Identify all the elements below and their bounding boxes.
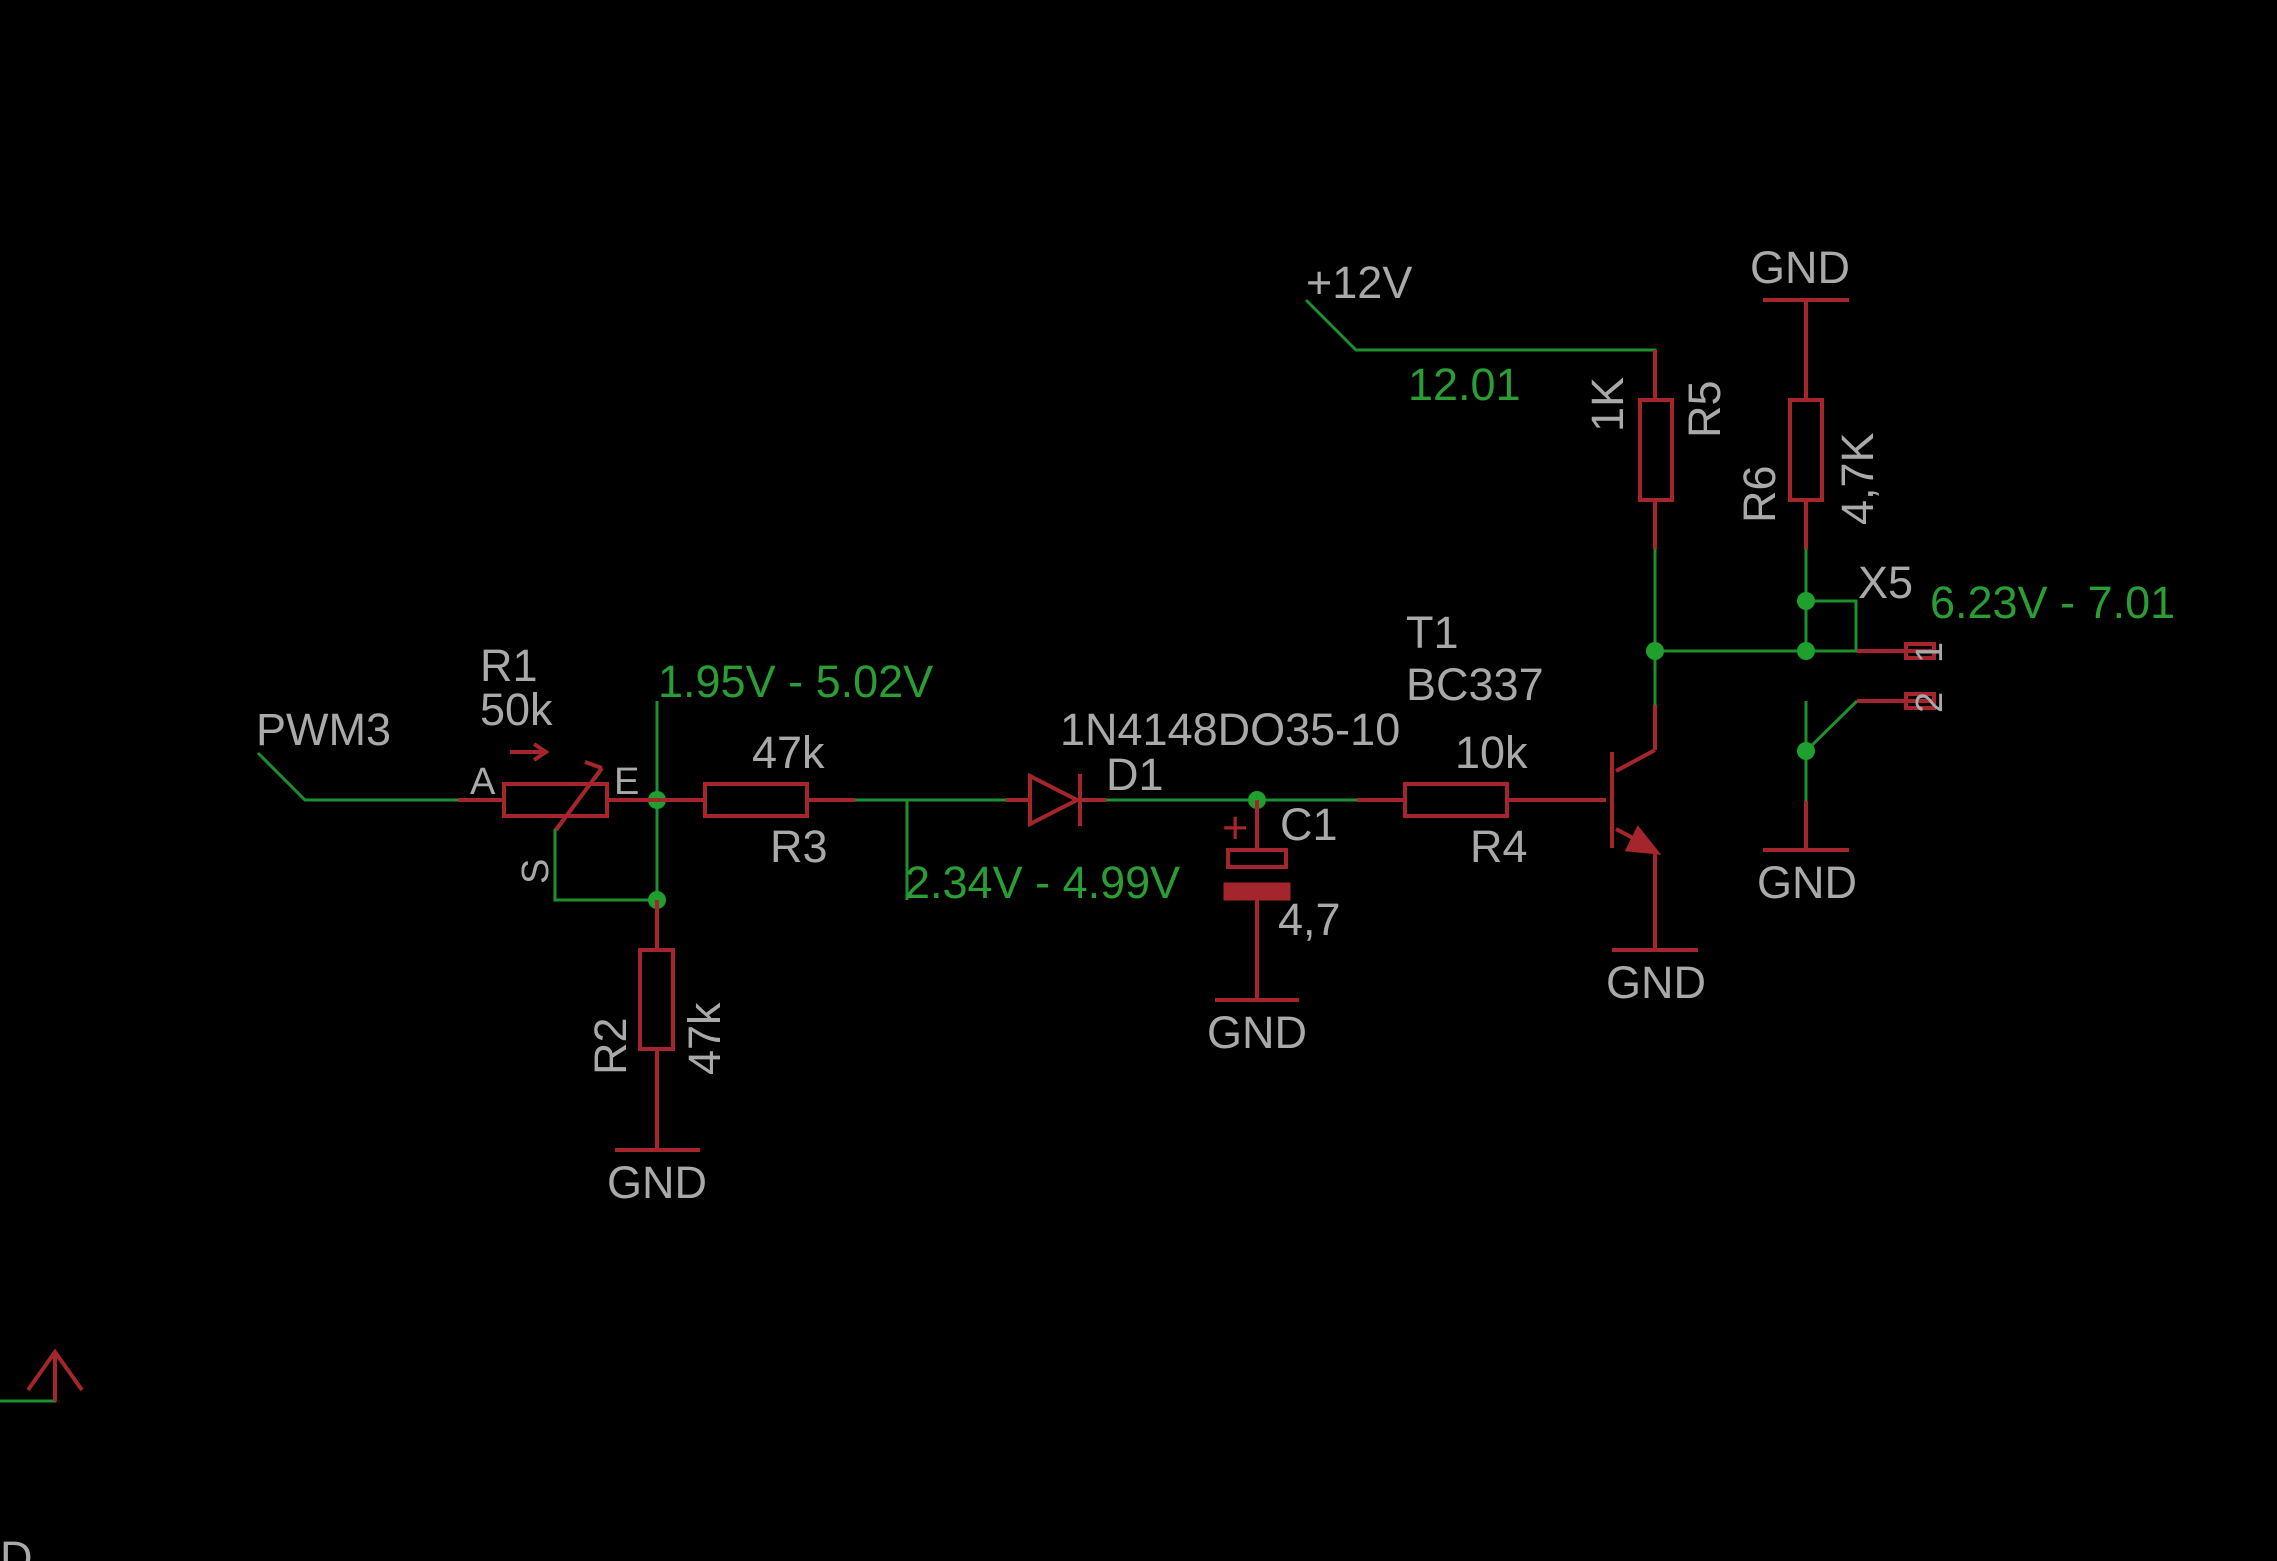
r3-name: R3 [770, 821, 828, 872]
gnd-label-c1: GND [1207, 1007, 1307, 1058]
c1-name: C1 [1280, 799, 1338, 850]
d1-name: D1 [1106, 749, 1164, 800]
r1-pin-a: A [470, 761, 496, 803]
r2-resistor[interactable] [615, 900, 700, 1152]
r1-pin-s: S [515, 859, 557, 884]
c1-polarity: + [1222, 802, 1248, 853]
gnd-label-r6: GND [1750, 242, 1850, 293]
r2-name: R2 [585, 1017, 636, 1075]
junction-x5-1 [1797, 642, 1815, 660]
junction-r6 [1797, 592, 1815, 610]
r4-name: R4 [1470, 821, 1528, 872]
r6-resistor[interactable] [1763, 298, 1849, 549]
x5-connector[interactable] [1763, 642, 1936, 852]
r3-value: 47k [752, 727, 825, 778]
net-reading-e: 1.95V - 5.02V [658, 656, 933, 707]
net-label-pwm3: PWM3 [256, 704, 391, 755]
t1-transistor[interactable] [1610, 705, 1698, 952]
junction-x5-2 [1797, 742, 1815, 760]
edge-label-fragment: D [0, 1532, 33, 1561]
r2-value: 47k [679, 1002, 730, 1075]
r6-name: R6 [1734, 465, 1785, 523]
d1-diode[interactable] [1006, 772, 1106, 828]
r3-resistor[interactable] [657, 782, 855, 818]
x5-pin2: 2 [1909, 692, 1951, 713]
r1-pin-e: E [614, 761, 639, 803]
net-labels: PWM3 +12V 12.01 1.95V - 5.02V 2.34V - 4.… [256, 257, 2175, 908]
r6-value: 4,7K [1832, 432, 1883, 525]
r1-potentiometer[interactable] [458, 742, 657, 832]
component-labels: R1 50k A E S R2 47k 47k R3 1N4148DO35-10… [470, 377, 1951, 1075]
junction-collector [1646, 642, 1664, 660]
t1-value: BC337 [1406, 659, 1544, 710]
c1-capacitor[interactable]: + [1215, 800, 1299, 1002]
c1-value: 4,7 [1278, 894, 1341, 945]
r5-resistor[interactable] [1638, 350, 1674, 549]
r1-name: R1 [480, 640, 538, 691]
r4-value: 10k [1455, 727, 1528, 778]
t1-name: T1 [1406, 607, 1459, 658]
edge-supply-symbol [26, 1348, 84, 1401]
x5-name: X5 [1858, 557, 1913, 608]
r4-resistor[interactable] [1357, 782, 1606, 818]
gnd-label-t1: GND [1606, 957, 1706, 1008]
r5-value: 1K [1582, 377, 1633, 432]
gnd-label-r2: GND [607, 1157, 707, 1208]
r5-name: R5 [1679, 380, 1730, 438]
gnd-labels: GND GND GND GND GND D [0, 242, 1857, 1561]
d1-value: 1N4148DO35-10 [1060, 704, 1400, 755]
net-reading-12v: 12.01 [1408, 359, 1521, 410]
gnd-label-x5: GND [1757, 857, 1857, 908]
x5-pin1: 1 [1909, 642, 1951, 663]
r1-value: 50k [480, 684, 553, 735]
wire-pwm3[interactable] [256, 751, 503, 802]
wires [0, 298, 1859, 1403]
net-label-12v: +12V [1306, 257, 1412, 308]
wire-x5-tie[interactable] [1806, 599, 1858, 651]
net-reading-diode: 2.34V - 4.99V [905, 857, 1180, 908]
net-reading-output: 6.23V - 7.01 [1930, 577, 2175, 628]
